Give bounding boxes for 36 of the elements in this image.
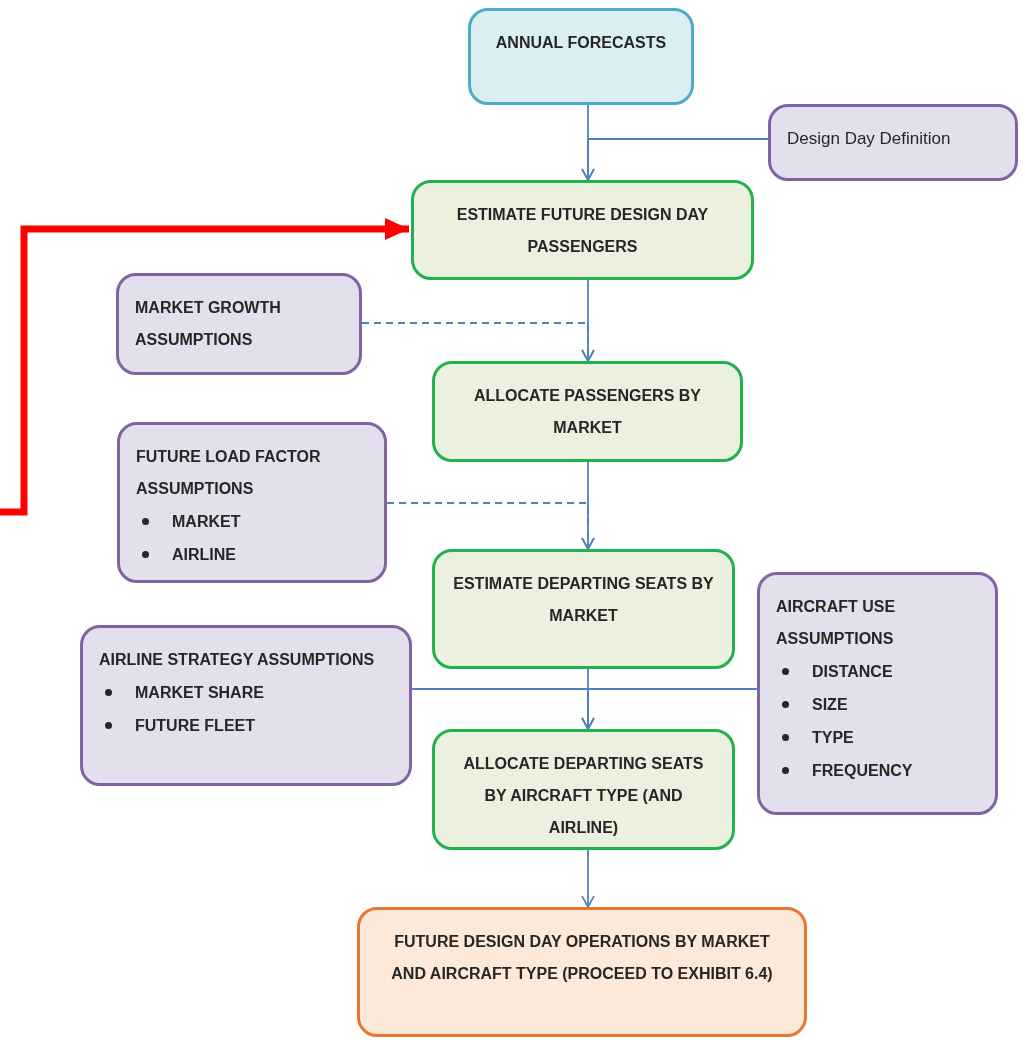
assumption-box — [117, 422, 387, 583]
bullet-item: FUTURE FLEET — [135, 716, 255, 736]
arrow — [581, 138, 769, 181]
feedback-arrow — [0, 218, 409, 516]
node-label: AIRCRAFT USE ASSUMPTIONS — [776, 597, 897, 649]
node-label: ALLOCATE PASSENGERS BY MARKET — [473, 386, 702, 438]
process-box — [411, 180, 754, 280]
bullet-item: SIZE — [812, 695, 848, 715]
node-label: ESTIMATE FUTURE DESIGN DAY PASSENGERS — [455, 205, 710, 257]
node-label: FUTURE LOAD FACTOR ASSUMPTIONS — [136, 447, 322, 499]
bullet-item: FREQUENCY — [812, 761, 913, 781]
assumption-box — [757, 572, 998, 815]
node-label: ANNUAL FORECASTS — [494, 33, 668, 53]
arrow — [581, 688, 758, 730]
bullet-item: AIRLINE — [172, 545, 236, 565]
node-label: Design Day Definition — [787, 128, 952, 150]
bullet-item: MARKET — [172, 512, 241, 532]
assumption-box — [768, 104, 1018, 181]
node-label: ALLOCATE DEPARTING SEATS BY AIRCRAFT TYPE (AND AIRLINE) — [462, 754, 705, 838]
process-box — [432, 549, 735, 669]
node-label: MARKET GROWTH ASSUMPTIONS — [135, 298, 282, 350]
process-box — [432, 361, 743, 462]
output-box — [357, 907, 807, 1037]
process-box — [432, 729, 735, 850]
bullet-item: TYPE — [812, 728, 854, 748]
bullet-item: DISTANCE — [812, 662, 893, 682]
bullet-item: MARKET SHARE — [135, 683, 264, 703]
input-box — [468, 8, 694, 105]
assumption-box — [80, 625, 412, 786]
arrow — [581, 849, 595, 908]
arrow — [386, 502, 595, 550]
node-label: AIRLINE STRATEGY ASSUMPTIONS — [99, 650, 376, 670]
node-label: FUTURE DESIGN DAY OPERATIONS BY MARKET AND AIRCRAFT TYPE (PROCEED TO EXHIBIT 6.4) — [390, 932, 774, 984]
arrow — [361, 322, 595, 362]
node-label: ESTIMATE DEPARTING SEATS BY MARKET — [452, 574, 715, 626]
assumption-box — [116, 273, 362, 375]
